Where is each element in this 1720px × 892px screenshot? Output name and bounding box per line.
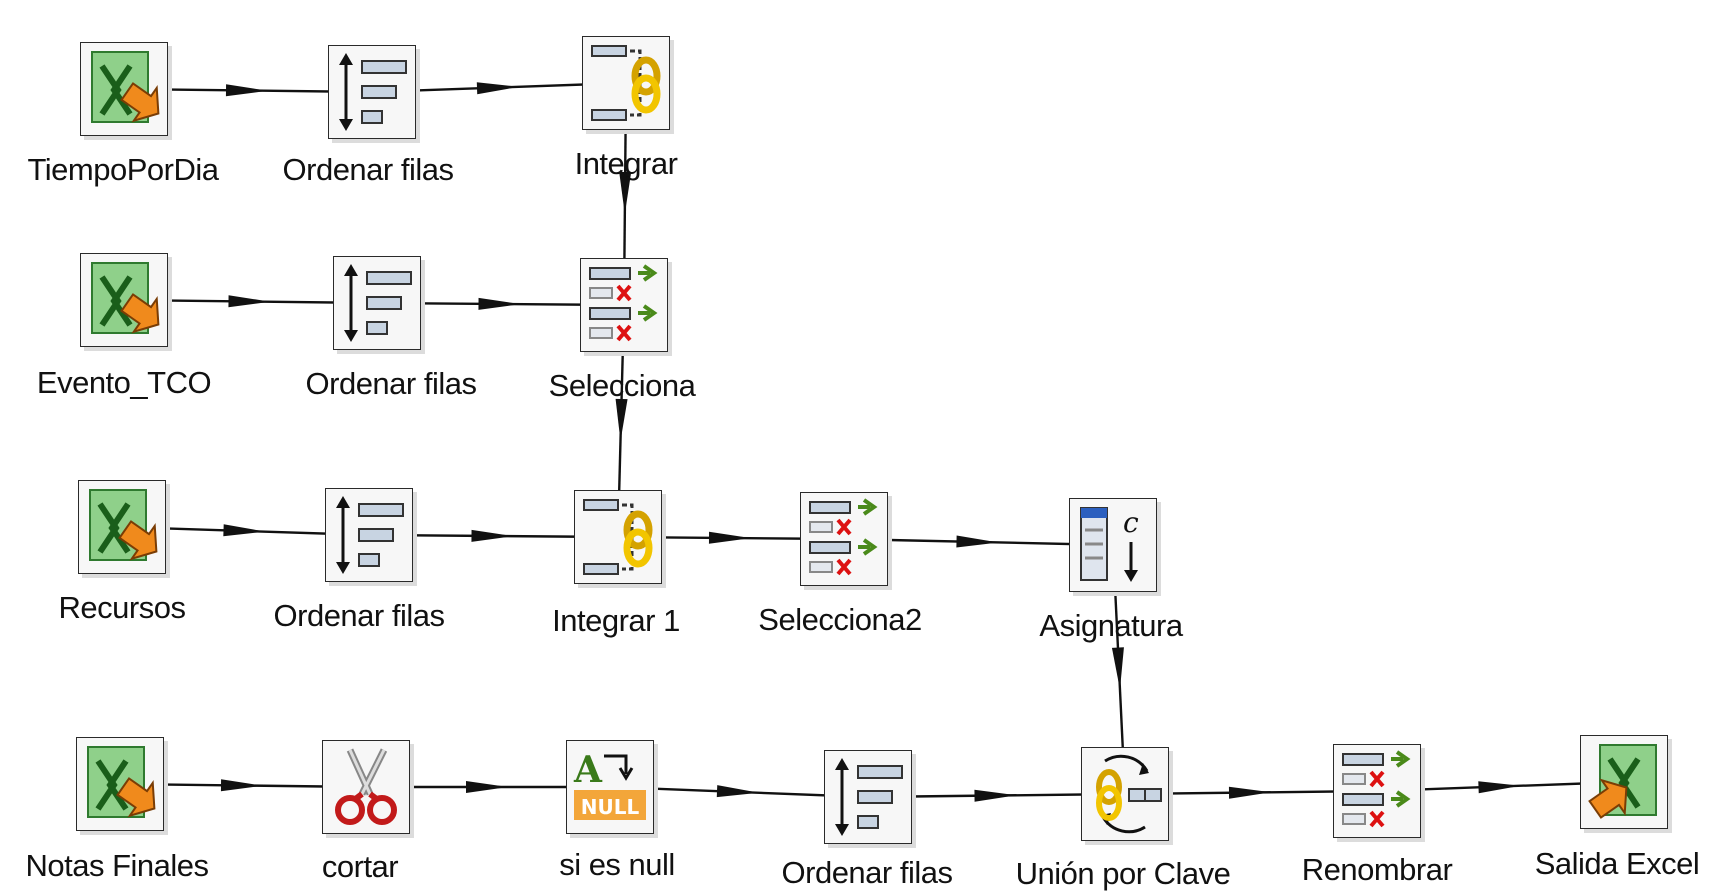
step-label: Renombrar [1301,852,1453,887]
step-label: cortar [321,849,399,884]
step-recursos[interactable] [78,480,166,574]
hop-arrow-icon [1111,647,1124,690]
step-label: Ordenar filas [305,366,477,401]
hop-arrow-icon [223,524,266,537]
hop-arrow-icon [471,529,514,542]
scissors-icon [322,740,410,834]
step-asignatura[interactable]: c [1069,498,1157,592]
hop-arrow-icon [619,171,632,214]
excel-input-icon [80,253,168,347]
step-label: si es null [559,847,675,882]
step-label: Integrar 1 [552,603,680,638]
step-label: Recursos [58,590,186,625]
hop-arrow-icon [466,781,508,793]
if-null-icon: A NULL [566,740,654,834]
sort-rows-icon [328,45,416,139]
hop-selecciona2-asignatura[interactable] [843,535,1114,549]
step-label: Ordenar filas [781,855,953,890]
step-tiempo[interactable] [80,42,168,136]
hop-arrow-icon [225,84,268,97]
step-renombrar[interactable] [1333,744,1421,838]
step-sinull[interactable]: A NULL [566,740,654,834]
step-label: Salida Excel [1534,846,1700,881]
step-notas[interactable] [76,737,164,831]
excel-output-icon [1580,735,1668,829]
step-ordenar4[interactable] [824,750,912,844]
step-label: Ordenar filas [282,152,454,187]
hop-arrow-icon [478,297,521,310]
hop-arrow-icon [1228,786,1271,799]
select-values-icon [800,492,888,586]
step-integrar[interactable] [582,36,670,130]
step-label: Notas Finales [25,848,209,883]
step-union[interactable] [1081,747,1169,841]
excel-input-icon [78,480,166,574]
step-label: TiempoPorDia [27,152,219,187]
step-ordenar2[interactable] [333,256,421,350]
step-label: Unión por Clave [1015,856,1231,891]
merge-join-icon [574,490,662,584]
hop-arrow-icon [1478,781,1521,794]
sort-rows-icon [333,256,421,350]
hop-arrow-icon [708,531,751,544]
step-ordenar3[interactable] [325,488,413,582]
constant-icon: c [1069,498,1157,592]
hop-arrow-icon [615,398,628,441]
step-label: Asignatura [1039,608,1183,643]
key-merge-icon [1081,747,1169,841]
step-cortar[interactable] [322,740,410,834]
step-integrar1[interactable] [574,490,662,584]
hop-arrow-icon [974,789,1017,802]
svg-text:A: A [573,749,603,791]
step-label: Selecciona2 [758,602,922,637]
svg-text:NULL: NULL [581,795,640,819]
step-label: Integrar [574,146,678,181]
select-values-icon [1333,744,1421,838]
step-label: Ordenar filas [273,598,445,633]
hop-arrow-icon [716,785,759,798]
step-evento[interactable] [80,253,168,347]
step-selecciona[interactable] [580,258,668,352]
merge-join-icon [582,36,670,130]
excel-input-icon [76,737,164,831]
hop-arrow-icon [228,295,271,308]
sort-rows-icon [824,750,912,844]
step-ordenar1[interactable] [328,45,416,139]
hop-arrow-icon [956,535,999,548]
step-selecciona2[interactable] [800,492,888,586]
excel-input-icon [80,42,168,136]
step-label: Evento_TCO [36,365,212,400]
hop-arrow-icon [476,82,519,95]
select-values-icon [580,258,668,352]
step-salida[interactable] [1580,735,1668,829]
step-label: Selecciona [548,368,696,403]
sort-rows-icon [325,488,413,582]
hop-arrow-icon [220,779,263,792]
svg-text:c: c [1123,506,1139,539]
